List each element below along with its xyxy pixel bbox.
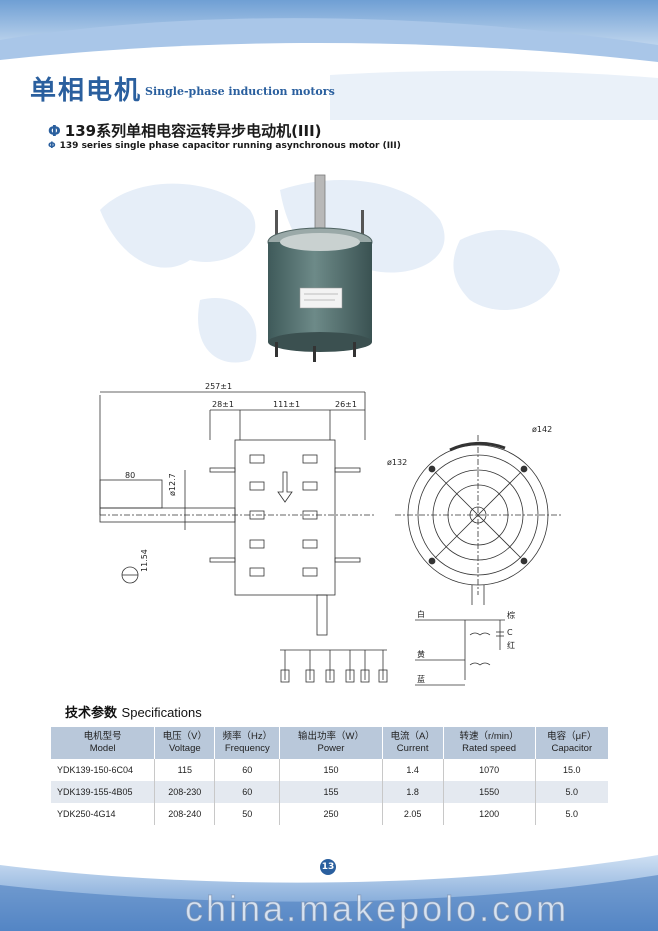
- world-map-background: [100, 180, 560, 363]
- section-title-en: Single-phase induction motors: [145, 85, 335, 98]
- wire-label-brown: 棕: [507, 610, 515, 620]
- col-speed: 转速（r/min）Rated speed: [443, 727, 536, 759]
- dim-right: 26±1: [335, 400, 357, 409]
- technical-drawing: 257±1 28±1 111±1 26±1 80 ø12.7 11.54 ø13…: [99, 382, 561, 686]
- dim-d132: ø132: [387, 458, 407, 467]
- wire-label-blue: 蓝: [417, 674, 425, 684]
- wire-label-white: 白: [417, 609, 425, 619]
- dim-shaft-dia: ø12.7: [168, 473, 177, 496]
- phi-symbol-en: Φ: [48, 141, 56, 151]
- wire-label-red: 红: [507, 640, 515, 650]
- dim-total: 257±1: [205, 382, 232, 391]
- watermark-text: china.makepolo.com: [184, 888, 570, 930]
- dim-left: 28±1: [212, 400, 234, 409]
- table-row: YDK139-150-6C04 115 60 150 1.4 1070 15.0: [51, 759, 608, 781]
- spec-title-en: Specifications: [121, 705, 202, 720]
- specifications-heading: 技术参数 Specifications: [65, 702, 202, 721]
- motor-photo: [267, 174, 373, 362]
- col-voltage: 电压（V）Voltage: [154, 727, 216, 759]
- col-capacitor: 电容（μF）Capacitor: [535, 727, 608, 759]
- dim-d142: ø142: [532, 425, 552, 434]
- dim-shaft-len: 80: [125, 471, 135, 480]
- product-title-cn: 139系列单相电容运转异步电动机(III): [64, 122, 322, 140]
- col-power: 输出功率（W）Power: [279, 727, 383, 759]
- dim-flat: 11.54: [140, 549, 149, 572]
- phi-symbol: Φ: [48, 122, 61, 140]
- product-title-en: 139 series single phase capacitor runnin…: [59, 141, 401, 151]
- header-background: [0, 0, 658, 120]
- page-number: 13: [320, 859, 336, 875]
- capacitor-label: C: [507, 628, 513, 637]
- table-row: YDK250-4G14 208-240 50 250 2.05 1200 5.0: [51, 803, 608, 825]
- spec-title-cn: 技术参数: [65, 706, 118, 721]
- wire-label-yellow: 黄: [417, 649, 425, 659]
- col-frequency: 频率（Hz）Frequency: [214, 727, 281, 759]
- dim-mid: 111±1: [273, 400, 300, 409]
- col-current: 电流（A）Current: [382, 727, 444, 759]
- section-title: 单相电机: [30, 76, 143, 106]
- footer-wave-background: [0, 855, 658, 931]
- table-row: YDK139-155-4B05 208-230 60 155 1.8 1550 …: [51, 781, 608, 803]
